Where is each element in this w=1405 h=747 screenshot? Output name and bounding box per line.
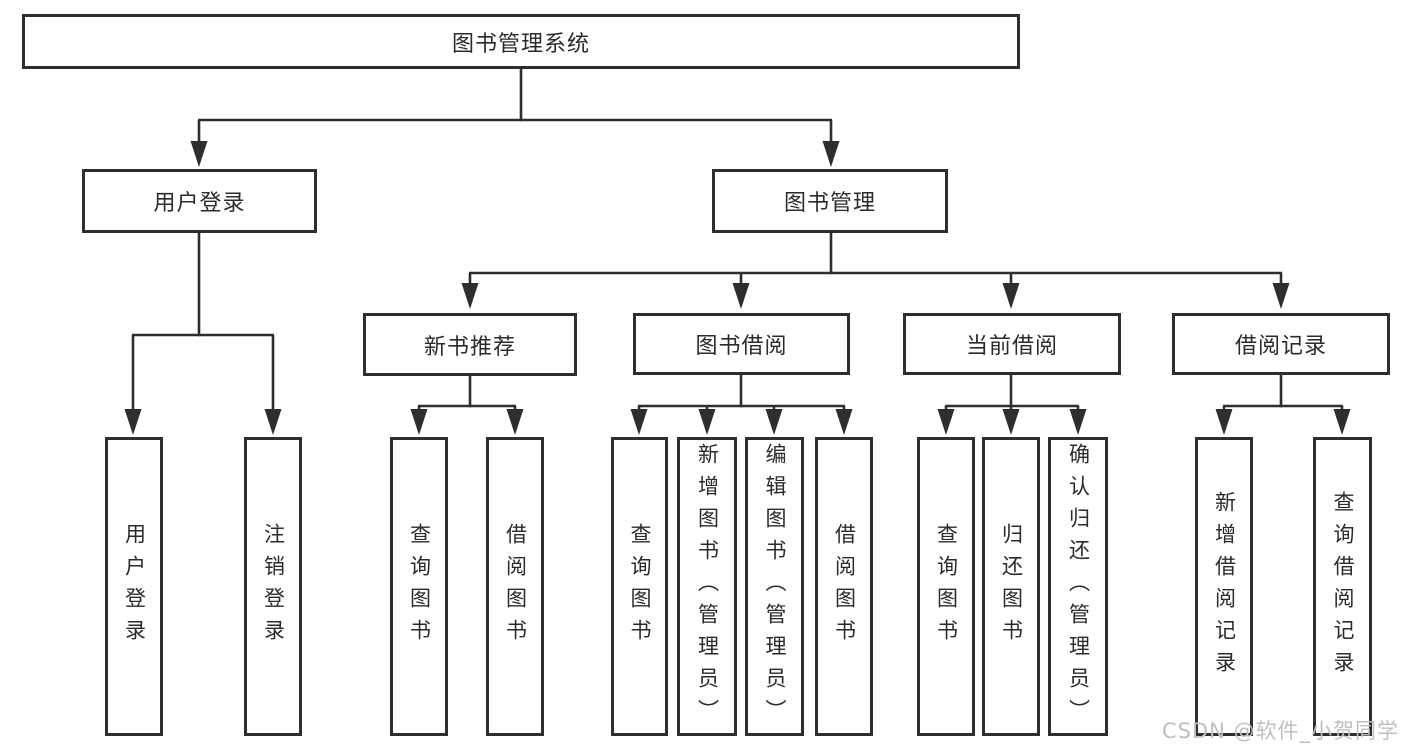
leaf-user-login: 用户登录 <box>105 437 163 736</box>
csdn-watermark: CSDN @软件_小贺同学 <box>1161 719 1399 743</box>
node-label: 当前借阅 <box>965 334 1058 359</box>
node-book-management: 图书管理 <box>712 169 948 233</box>
leaf-edit-books-admin: 编辑图书（管理员） <box>745 437 804 736</box>
node-current-borrow: 当前借阅 <box>903 313 1121 375</box>
node-label: 新增图书（管理员） <box>695 442 720 731</box>
node-label: 用户登录 <box>153 191 246 216</box>
node-label: 借阅记录 <box>1234 334 1327 359</box>
node-book-borrow: 图书借阅 <box>633 313 850 375</box>
leaf-add-borrow-record: 新增借阅记录 <box>1195 437 1253 736</box>
leaf-logout: 注销登录 <box>244 437 302 736</box>
node-label: 图书借阅 <box>695 334 788 359</box>
node-label: 查询图书 <box>628 522 652 651</box>
leaf-add-books-admin: 新增图书（管理员） <box>677 437 737 736</box>
node-label: 新书推荐 <box>423 334 516 360</box>
node-label: 用户登录 <box>122 522 147 651</box>
leaf-query-books-current: 查询图书 <box>917 437 975 736</box>
leaf-query-books-recommend: 查询图书 <box>390 437 448 736</box>
node-label: 借阅图书 <box>503 522 528 651</box>
node-label: 注销登录 <box>261 522 286 651</box>
node-label: 查询图书 <box>934 522 959 651</box>
node-label: 查询借阅记录 <box>1331 490 1355 683</box>
node-label: 归还图书 <box>999 522 1024 651</box>
node-new-book-recommend: 新书推荐 <box>363 313 577 376</box>
node-label: 图书管理 <box>783 191 876 216</box>
leaf-query-borrow-record: 查询借阅记录 <box>1313 437 1372 736</box>
node-label: 新增借阅记录 <box>1212 490 1237 683</box>
node-user-login: 用户登录 <box>82 169 317 233</box>
leaf-confirm-return-admin: 确认归还（管理员） <box>1048 437 1108 736</box>
leaf-borrow-books-recommend: 借阅图书 <box>486 437 544 736</box>
node-label: 编辑图书（管理员） <box>763 442 787 731</box>
leaf-return-books: 归还图书 <box>982 437 1040 736</box>
node-label: 查询图书 <box>407 522 432 651</box>
node-label: 借阅图书 <box>832 522 857 651</box>
node-label: 确认归还（管理员） <box>1066 442 1091 731</box>
node-borrow-records: 借阅记录 <box>1172 313 1390 375</box>
leaf-borrow-books: 借阅图书 <box>815 437 873 736</box>
leaf-query-books-borrow: 查询图书 <box>611 437 668 736</box>
node-library-system: 图书管理系统 <box>22 14 1020 69</box>
node-label: 图书管理系统 <box>451 31 590 57</box>
